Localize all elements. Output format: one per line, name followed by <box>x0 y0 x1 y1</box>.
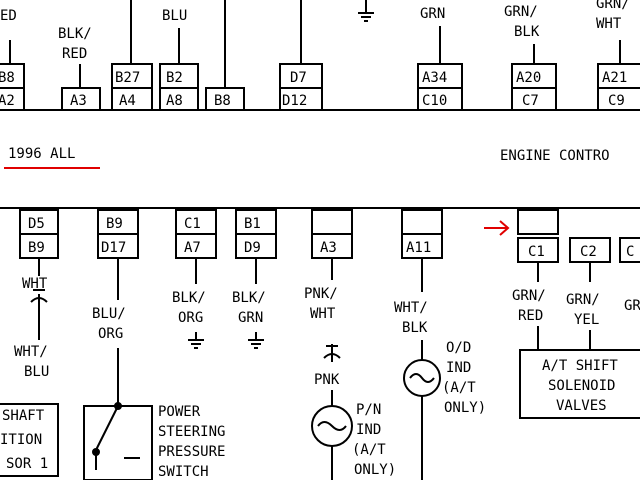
pin: D12 <box>282 93 307 109</box>
pin: A21 <box>602 70 627 86</box>
pin: B1 <box>244 216 261 232</box>
pin: D7 <box>290 70 307 86</box>
ps-switch-label: PRESSURE <box>158 444 225 460</box>
wire-color: ORG <box>178 310 203 326</box>
top-wire-color-7: GRN/ <box>504 4 538 20</box>
pin: C2 <box>580 244 597 260</box>
wire-color: RED <box>518 308 543 324</box>
wire-color: PNK/ <box>304 286 338 302</box>
pin: A34 <box>422 70 447 86</box>
pin: A4 <box>119 93 136 109</box>
wire-color: BLK/ <box>172 290 206 306</box>
wire-color: GRN <box>238 310 263 326</box>
pin: A8 <box>166 93 183 109</box>
top-wire-color-7b: BLK <box>514 24 540 40</box>
shaft-sensor-label: ITION <box>0 432 42 448</box>
pin: D17 <box>101 240 126 256</box>
wire-color: ORG <box>98 326 123 342</box>
shaft-sensor-label: SHAFT <box>2 408 45 424</box>
pin: C10 <box>422 93 447 109</box>
wire-color: BLK/ <box>232 290 266 306</box>
pin: C9 <box>608 93 625 109</box>
pn-lamp-label: ONLY) <box>354 462 396 478</box>
od-lamp-label: ONLY) <box>444 400 486 416</box>
pin: A20 <box>516 70 541 86</box>
pin: C <box>626 244 634 260</box>
wire-color: GRN/ <box>566 292 600 308</box>
pin: B9 <box>28 240 45 256</box>
pin: A2 <box>0 93 15 109</box>
pin: C7 <box>522 93 539 109</box>
wire-color: YEL <box>574 312 599 328</box>
wire-color: PNK <box>314 372 340 388</box>
pin: B9 <box>106 216 123 232</box>
pn-lamp-label: P/N <box>356 402 381 418</box>
wire-color: WHT/ <box>394 300 428 316</box>
top-wire-color-1: BLK/ <box>58 26 92 42</box>
pin: B8 <box>0 70 15 86</box>
wire-color: BLU <box>24 364 49 380</box>
ps-switch-label: POWER <box>158 404 201 420</box>
top-wire-color-6: GRN <box>420 6 445 22</box>
top-wire-color-3: BLU <box>162 8 187 24</box>
wire-color: WHT <box>22 276 48 292</box>
wire-color: WHT <box>310 306 336 322</box>
wire-color: GR <box>624 298 640 314</box>
top-wire-color-8: GRN/ <box>596 0 630 12</box>
pin: B27 <box>115 70 140 86</box>
pin: A7 <box>184 240 201 256</box>
arrow-icon <box>484 220 510 236</box>
pin: A11 <box>406 240 431 256</box>
od-lamp-label: (A/T <box>442 380 476 396</box>
pin: A3 <box>70 93 87 109</box>
pn-lamp-label: (A/T <box>352 442 386 458</box>
wire-color: GRN/ <box>512 288 546 304</box>
wire-color: BLK <box>402 320 428 336</box>
top-wire-color-0: ED <box>0 8 17 24</box>
solenoid-label: A/T SHIFT <box>542 358 618 374</box>
pin: D5 <box>28 216 45 232</box>
shaft-sensor-label: SOR 1 <box>6 456 48 472</box>
pin: B2 <box>166 70 183 86</box>
wire-color: BLU/ <box>92 306 126 322</box>
top-wire-color-8b: WHT <box>596 16 622 32</box>
od-lamp-label: O/D <box>446 340 471 356</box>
wire-color: WHT/ <box>14 344 48 360</box>
ps-switch-label: SWITCH <box>158 464 209 480</box>
year-note: 1996 ALL <box>8 146 75 162</box>
pin: A3 <box>320 240 337 256</box>
module-title: ENGINE CONTRO <box>500 148 610 164</box>
pin: D9 <box>244 240 261 256</box>
pin: B8 <box>214 93 231 109</box>
solenoid-label: SOLENOID <box>548 378 615 394</box>
od-lamp-label: IND <box>446 360 471 376</box>
pn-lamp-label: IND <box>356 422 381 438</box>
top-wire-color-1b: RED <box>62 46 87 62</box>
solenoid-label: VALVES <box>556 398 607 414</box>
pin: C1 <box>184 216 201 232</box>
ps-switch-label: STEERING <box>158 424 225 440</box>
pin: C1 <box>528 244 545 260</box>
